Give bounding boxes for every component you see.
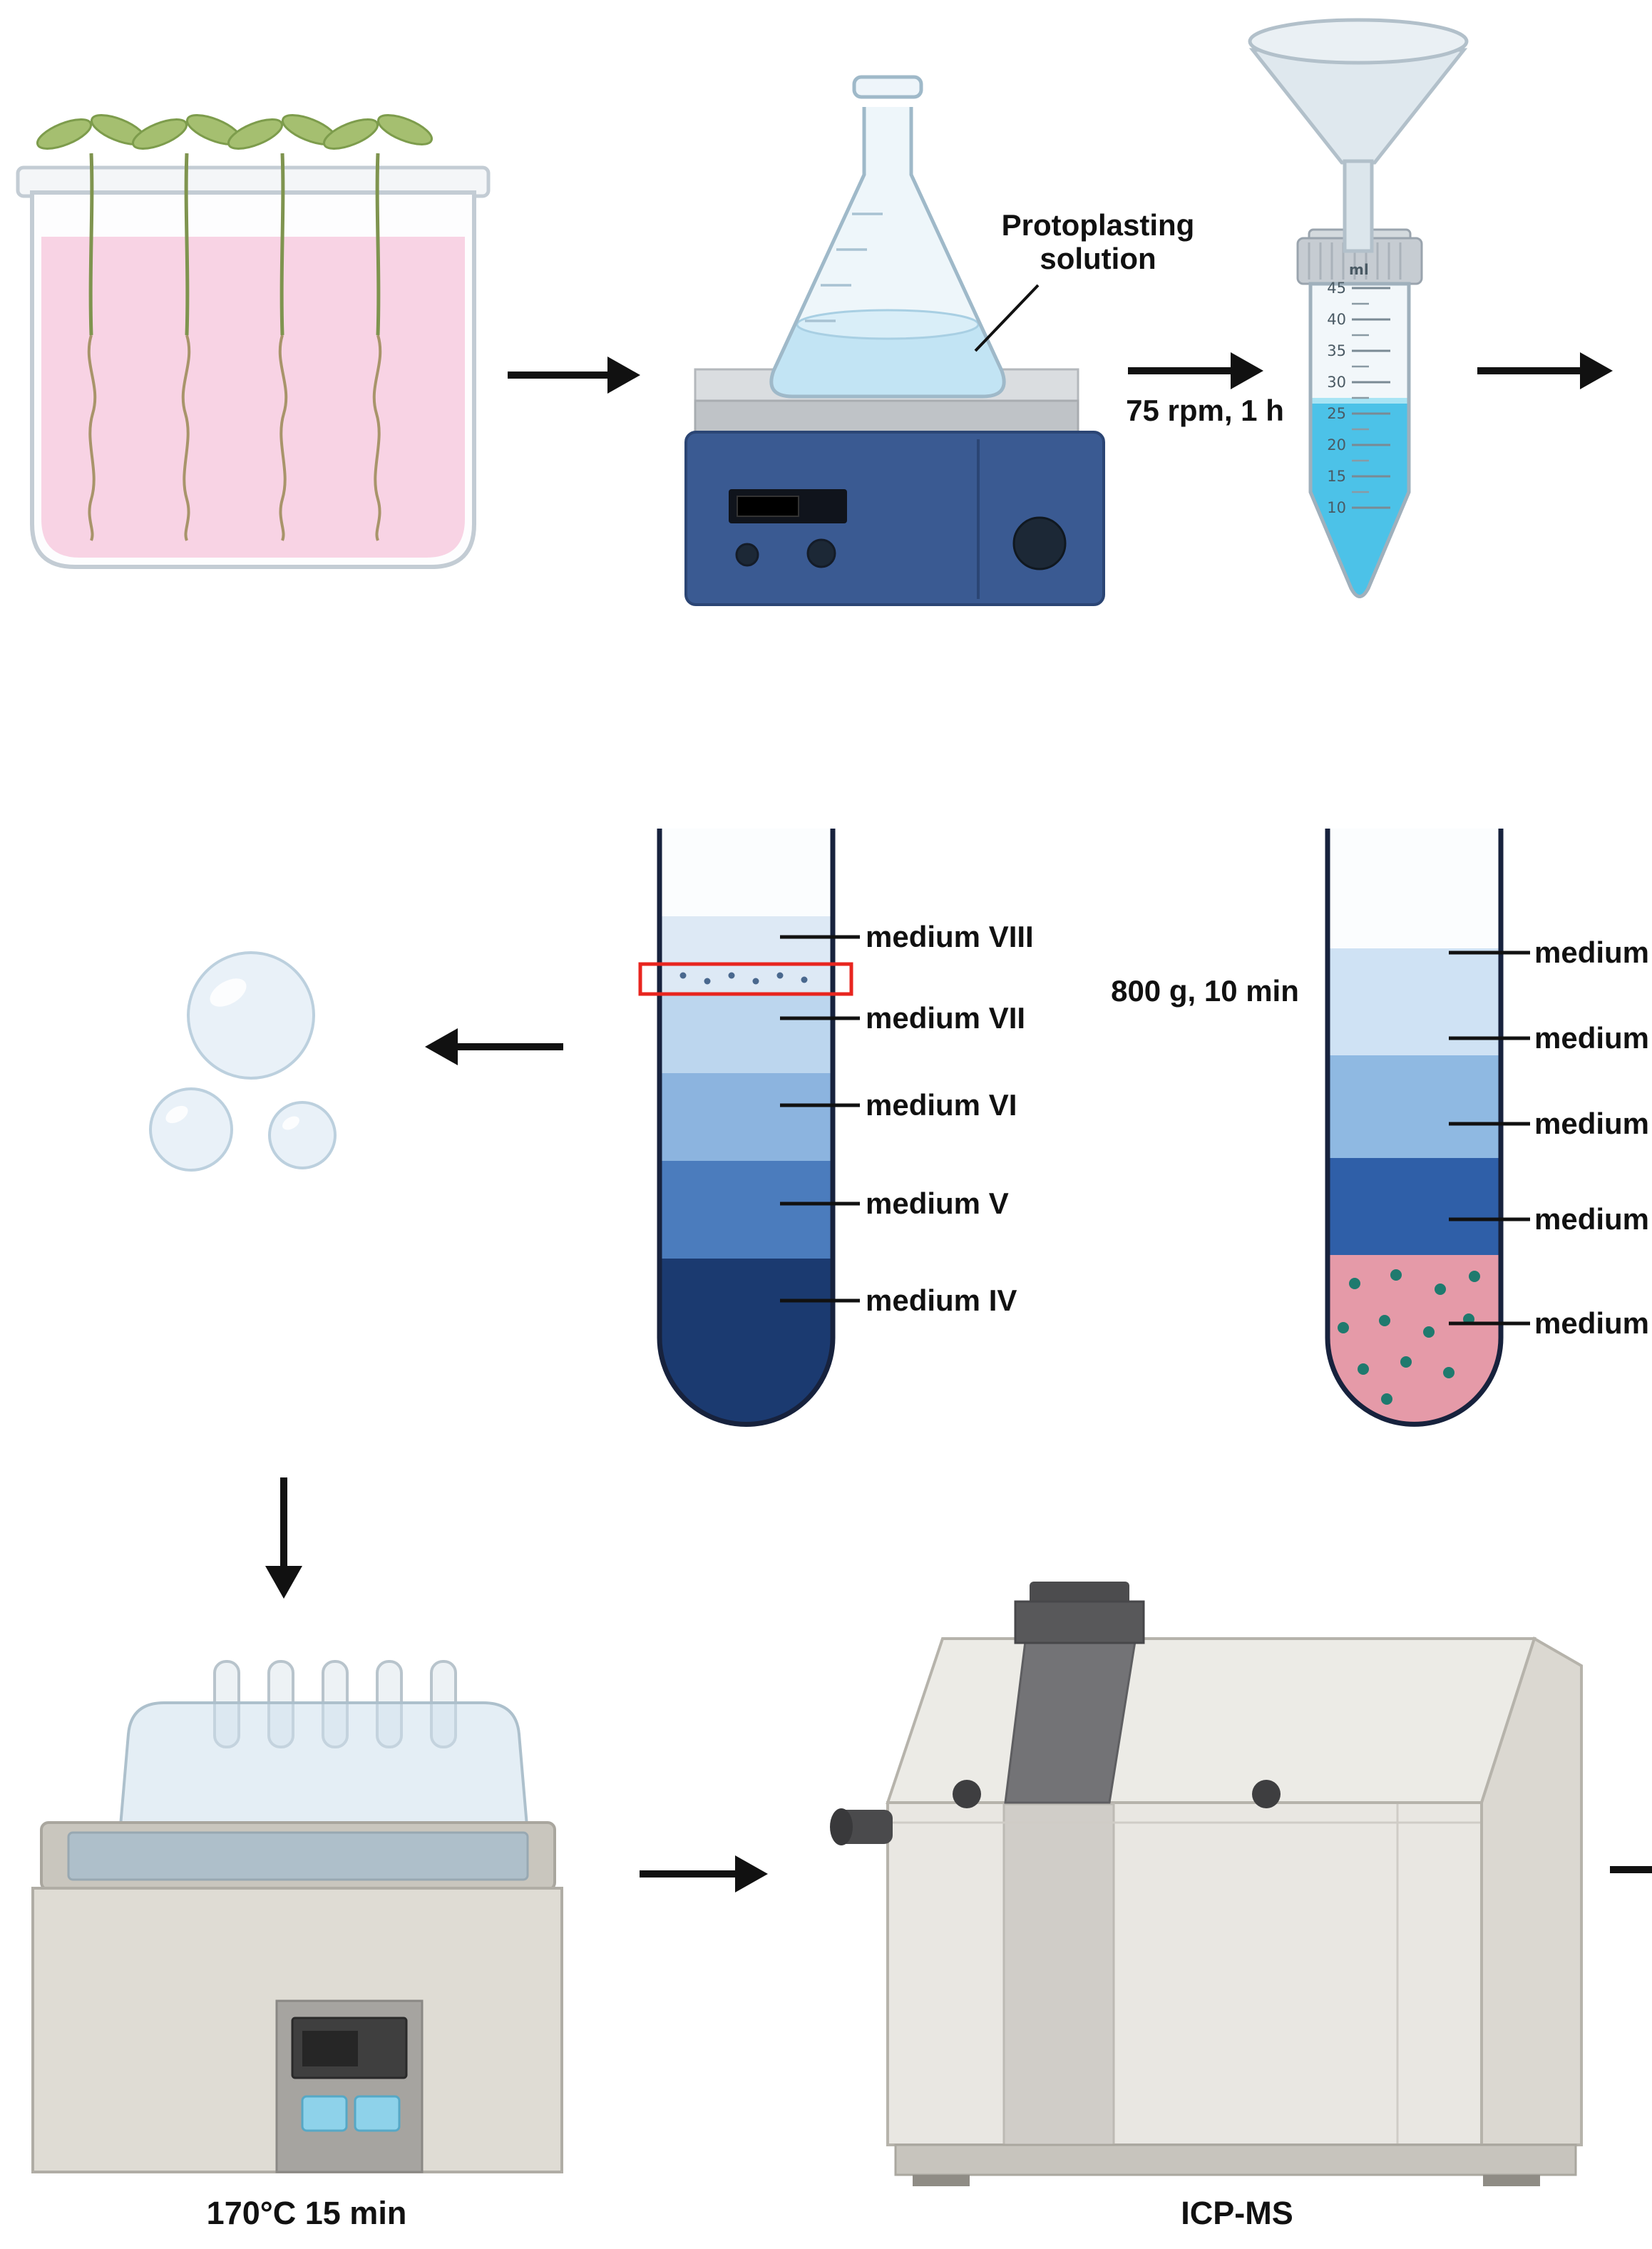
falcon-graduation-25: 25 [1327, 405, 1346, 422]
protoplasting-solution-label: Protoplasting solution [1001, 208, 1195, 275]
seedling [322, 114, 433, 541]
right-tube-label-medium-viii: medium VIII [1534, 936, 1652, 969]
funnel [1248, 18, 1469, 253]
falcon-graduation-30: 30 [1327, 374, 1346, 391]
left-tube-label-medium-vi: medium VI [866, 1088, 1017, 1122]
falcon-unit-label: ml [1349, 261, 1369, 278]
centrifuge-speed-label: 800 g, 10 min [1111, 974, 1299, 1008]
arrow-down [265, 1477, 302, 1599]
falcon-graduation-10: 10 [1327, 499, 1346, 516]
protoplast-dots [1338, 1269, 1480, 1405]
icpms-machine [830, 1582, 1583, 2186]
right-tube-label-medium-iv: medium IV [1534, 1306, 1652, 1340]
protoplasting-pointer-line [974, 284, 1040, 352]
seedling-container [16, 114, 491, 569]
shake-speed-label: 75 rpm, 1 h [1126, 394, 1284, 427]
water-bath-temp-label: 170°C 15 min [206, 2195, 407, 2231]
protoplast-bubbles [149, 951, 337, 1172]
seedling [227, 114, 338, 541]
left-tube-label-medium-vii: medium VII [866, 1001, 1026, 1035]
right-tube-label-lines [1449, 951, 1530, 1326]
protoplast-band-dots [679, 972, 808, 985]
falcon-graduation-35: 35 [1327, 342, 1346, 359]
right-tube-label-medium-vi: medium VI [1534, 1107, 1652, 1140]
left-tube-label-medium-iv: medium IV [866, 1284, 1017, 1317]
arrow-right-4 [640, 1855, 768, 1892]
right-tube-label-medium-vii: medium VII [1534, 1021, 1652, 1055]
left-gradient-tube [638, 829, 860, 1427]
orbital-shaker [684, 368, 1105, 606]
bath-lid [118, 1701, 530, 1835]
right-tube-label-medium-v: medium V [1534, 1202, 1652, 1236]
water-bath [31, 1660, 563, 2173]
falcon-graduation-45: 45 [1327, 280, 1346, 297]
left-tube-label-lines [780, 935, 860, 1303]
erlenmeyer-flask [769, 75, 1006, 399]
left-tube-label-medium-v: medium V [866, 1187, 1009, 1220]
arrow-right-3 [1477, 352, 1613, 389]
arrow-left-centrifuge [425, 1028, 563, 1065]
arrow-right-2 [1128, 352, 1263, 389]
arrow-right-1 [508, 357, 640, 394]
red-highlight-box [638, 962, 853, 996]
falcon-graduation-15: 15 [1327, 468, 1346, 485]
bath-button [301, 2095, 348, 2132]
bath-control-panel [275, 1999, 424, 2173]
icpms-label: ICP-MS [1181, 2195, 1293, 2231]
left-tube-label-medium-viii: medium VIII [866, 920, 1034, 953]
bath-button [354, 2095, 401, 2132]
seedling [36, 114, 147, 541]
falcon-graduation-20: 20 [1327, 436, 1346, 454]
right-gradient-tube [1325, 829, 1530, 1427]
seedling [131, 114, 242, 541]
falcon-graduation-40: 40 [1327, 311, 1346, 328]
